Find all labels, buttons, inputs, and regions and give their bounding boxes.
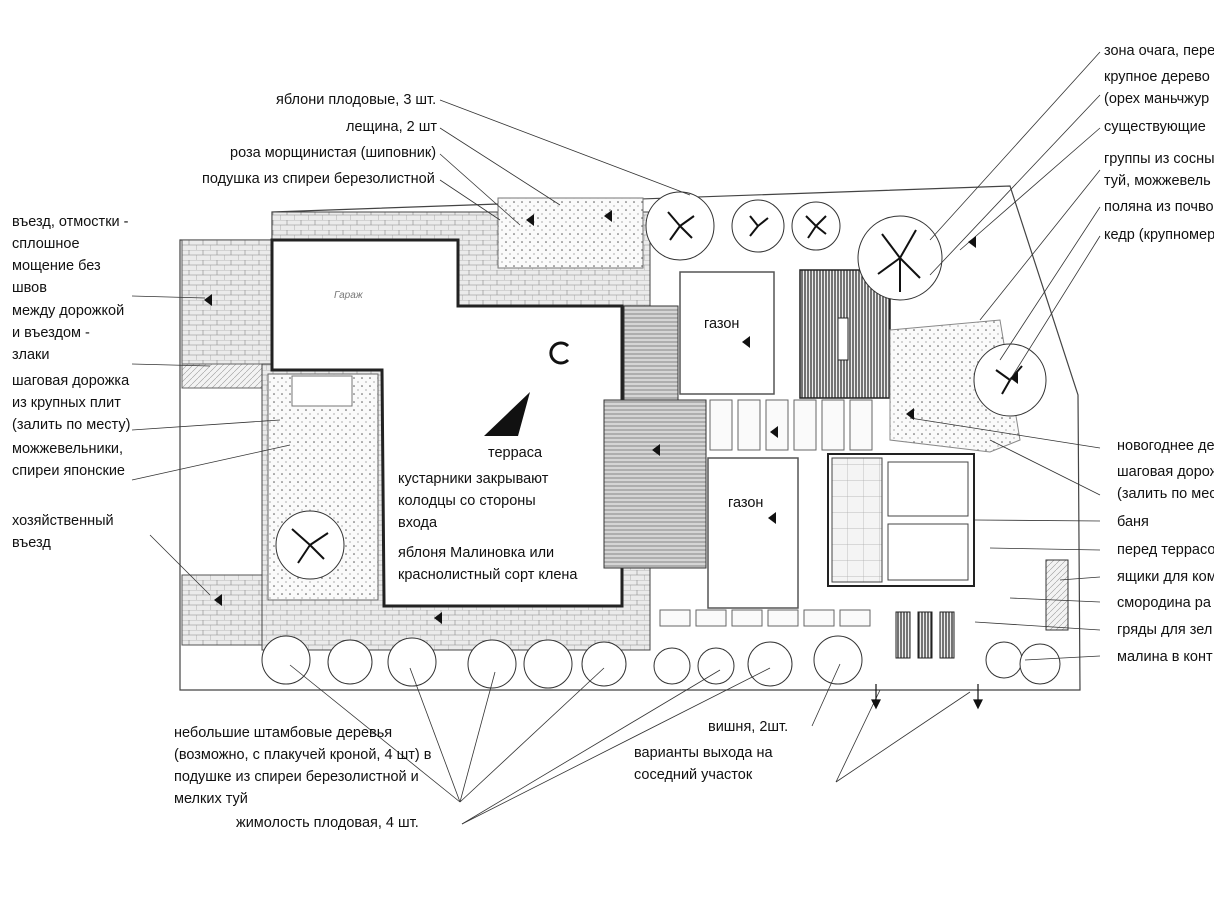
label-meadow: поляна из почво [1104,199,1214,215]
label-pine-groups: группы из сосны туй, можжевель [1104,148,1214,192]
label-line: можжевельники, [12,441,124,457]
lawn-lower [707,457,799,609]
label-line: (орех маньчжур [1104,91,1210,107]
label-line: из крупных плит [12,395,121,411]
top-hedge [497,197,644,269]
leader-lines [131,51,1101,825]
label-line: соседний участок [634,767,753,783]
label-garage: Гараж [334,290,363,301]
label-line: яблоня Малиновка или [398,545,555,561]
label-line: кустарники закрывают [398,471,549,487]
label-stepping-path: шаговая дорожка из крупных плит (залить … [12,370,130,436]
label-apple-trees: яблони плодовые, 3 шт. [276,92,437,108]
label-line: сплошное [12,236,80,252]
label-xmas-tree: новогоднее де [1117,438,1214,454]
exit-arrows [871,684,983,710]
terrace-deck [603,399,707,569]
label-cherry: вишня, 2шт. [708,719,789,735]
north-arrow-triangle [484,392,530,436]
bathhouse-terrace [831,457,883,583]
label-currant: смородина ра [1117,595,1211,611]
entry-paving [181,239,273,365]
label-hearth-zone: зона очага, пере [1104,43,1214,59]
stepping-stones [659,399,873,627]
label-spirea-cushion: подушка из спиреи березолистной [202,171,435,187]
label-exit-options: варианты выхода на соседний участок [634,742,773,786]
label-line: крупное дерево [1104,69,1210,85]
label-large-tree: крупное дерево (орех маньчжур [1104,66,1210,110]
label-entry-paving: въезд, отмостки - сплошное мощение без ш… [12,211,129,299]
label-rosa-rugosa: роза морщинистая (шиповник) [230,145,437,161]
label-service-entry: хозяйственный въезд [12,510,114,554]
grass-strip [181,363,273,389]
label-line: группы из сосны [1104,151,1214,167]
label-existing: существующие [1104,119,1206,135]
label-line: швов [12,280,47,296]
label-before-terrace: перед террасо [1117,542,1214,558]
label-junipers: можжевельники, спиреи японские [12,438,125,482]
label-line: въезд [12,535,51,551]
label-beds: гряды для зел [1117,622,1213,638]
hearth-bench [837,317,849,361]
service-entry-paving [181,574,263,646]
bathhouse-room [887,461,969,517]
stepping-stones-left [291,375,353,407]
label-line: варианты выхода на [634,745,773,761]
label-stepping-path-2: шаговая дорож (залить по мест [1117,461,1214,505]
label-line: краснолистный сорт клена [398,567,578,583]
label-line: подушке из спиреи березолистной и [174,769,419,785]
label-line: небольшие штамбовые деревья [174,725,393,741]
label-bath: баня [1117,514,1149,530]
label-line: (возможно, с плакучей кроной, 4 шт) в [174,747,432,763]
vegetable-beds [895,611,955,659]
arrow-markers [204,210,1018,624]
label-line: между дорожкой [12,303,125,319]
label-line: туй, можжевель [1104,173,1211,189]
label-line: шаговая дорожка [12,373,130,389]
house-outline [270,238,624,608]
compost-box [1045,559,1069,631]
label-line: шаговая дорож [1117,464,1214,480]
label-line: хозяйственный [12,513,114,529]
lawn-upper [679,271,775,395]
bathhouse-room2 [887,523,969,581]
label-honeysuckle: жимолость плодовая, 4 шт. [236,815,419,831]
label-line: и въездом - [12,325,90,341]
label-line: мощение без [12,258,101,274]
label-line: мелких туй [174,791,248,807]
label-line: въезд, отмостки - [12,214,129,230]
label-between-path: между дорожкой и въездом - злаки [12,300,124,366]
label-apple-malinovka: яблоня Малиновка или краснолистный сорт … [398,542,577,586]
label-lawn-1: газон [704,316,740,332]
tree-branch-sketches [291,211,1023,564]
label-line: колодцы со стороны [398,493,536,509]
label-raspberry: малина в конт [1117,649,1213,665]
label-boxes: ящики для ком [1117,569,1214,585]
sun-symbol [549,341,570,365]
label-line: злаки [12,347,50,363]
terrace-deck-upper [623,305,679,401]
label-line: спиреи японские [12,463,125,479]
label-line: (залить по мест [1117,486,1214,502]
label-standard-trees: небольшие штамбовые деревья (возможно, с… [174,722,431,810]
label-line: входа [398,515,438,531]
label-cedar: кедр (крупномер [1104,227,1214,243]
label-lawn-2: газон [728,495,764,511]
label-terrace: терраса [488,445,543,461]
label-line: (залить по месту) [12,417,131,433]
label-hazel: лещина, 2 шт [346,119,438,135]
label-shrubs-wells: кустарники закрывают колодцы со стороны … [398,468,548,534]
